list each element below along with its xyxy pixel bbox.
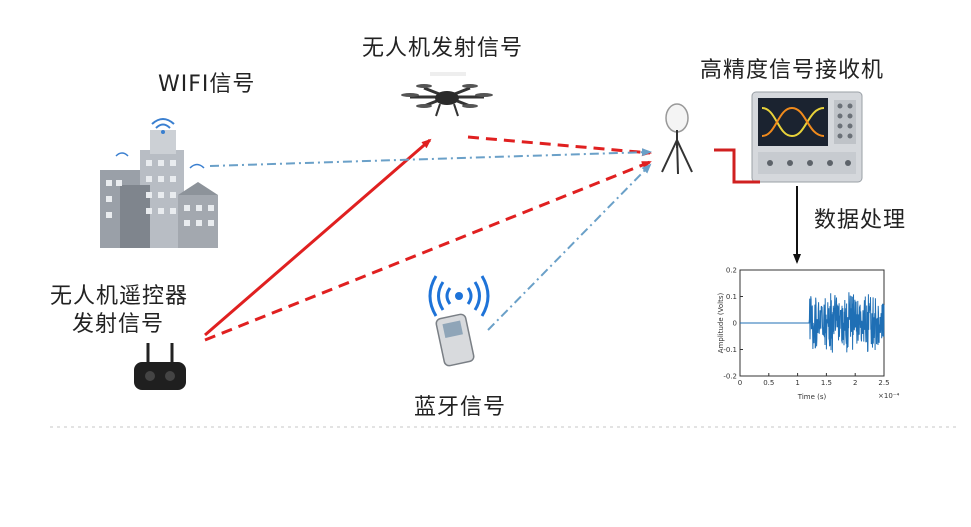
x-tick-label: 2.5: [878, 379, 889, 387]
processing-label: 数据处理: [814, 208, 907, 233]
y-tick-label: -0.2: [723, 373, 737, 381]
link-bluetooth-to-receiver: [487, 163, 652, 331]
city-buildings-icon: [100, 118, 218, 248]
x-ticks: 0 0.5 1 1.5 2 2.5: [738, 373, 890, 387]
waveform-trace: [740, 292, 885, 353]
link-drone-to-receiver: [467, 135, 652, 157]
y-axis-label: Amplitude (Volts): [717, 293, 725, 354]
y-tick-label: 0: [733, 320, 737, 328]
bluetooth-label: 蓝牙信号: [414, 395, 507, 420]
phone-icon: [435, 313, 475, 367]
receiver-label: 高精度信号接收机: [700, 58, 885, 83]
x-axis-exponent: ×10⁻⁴: [878, 392, 899, 400]
waveform-plot: 0.2 0.1 0 -0.1 -0.2 0 0.5 1 1.5 2 2.5 Amplitude (…: [717, 267, 899, 402]
y-tick-label: 0.2: [726, 267, 737, 275]
x-axis-label: Time (s): [797, 393, 827, 401]
link-rc-to-receiver: [204, 160, 652, 342]
signal-waves-icon: [428, 275, 490, 317]
x-tick-label: 2: [853, 379, 857, 387]
remote-controller-icon: [134, 343, 186, 390]
rc-tx-label-line1: 无人机遥控器: [50, 284, 189, 309]
link-rc-to-drone: [204, 138, 432, 337]
y-tick-label: -0.1: [723, 346, 737, 354]
oscilloscope-icon: [751, 91, 863, 183]
rc-tx-label-line2: 发射信号: [72, 312, 165, 337]
x-tick-label: 0: [738, 379, 742, 387]
drone-tx-label: 无人机发射信号: [362, 36, 524, 61]
x-tick-label: 0.5: [763, 379, 774, 387]
y-tick-label: 0.1: [726, 293, 737, 301]
link-wifi-to-receiver: [209, 148, 652, 167]
x-tick-label: 1: [795, 379, 799, 387]
x-tick-label: 1.5: [821, 379, 832, 387]
drone-icon: [401, 72, 493, 117]
wifi-label: WIFI信号: [158, 72, 256, 97]
receiver-cable: [714, 148, 760, 184]
tripod-antenna-icon: [661, 103, 693, 175]
